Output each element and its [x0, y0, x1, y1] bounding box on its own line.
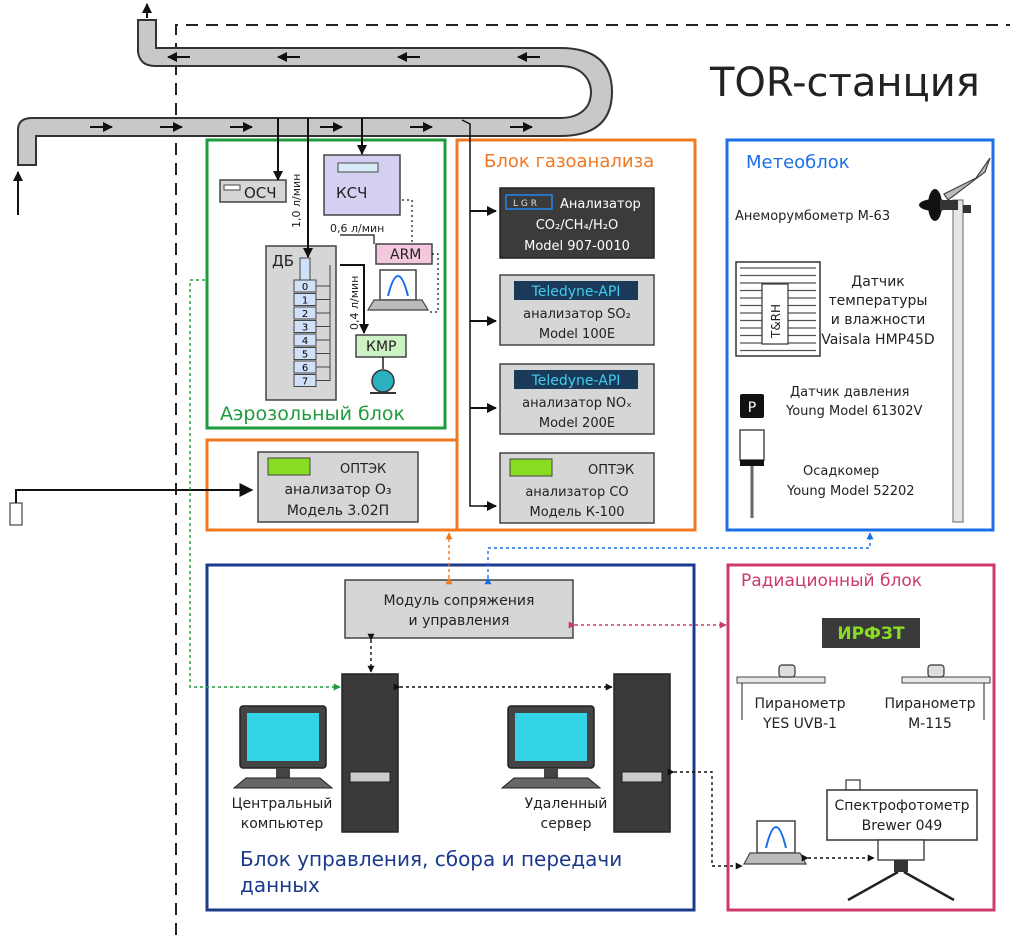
nox-line1: анализатор NOₓ — [522, 396, 632, 411]
rain-line1: Осадкомер — [803, 464, 879, 479]
flow-3-label: 0,4 л/мин — [348, 276, 361, 330]
control-title-line2: данных — [240, 873, 320, 897]
spectrophotometer-icon — [826, 779, 978, 902]
thr-line3: и влажности — [831, 312, 926, 328]
db-stage-label: 2 — [302, 309, 308, 320]
thr-line4: Vaisala HMP45D — [821, 332, 934, 348]
aerosol-block: ОСЧ КСЧ ARM ДБ 0 1 2 3 4 5 6 7 КМР — [205, 118, 447, 430]
spectro-line1: Спектрофотометр — [834, 798, 969, 814]
db-stage-label: 1 — [302, 296, 308, 307]
db-stages: 0 1 2 3 4 5 6 7 — [293, 265, 331, 388]
so2-line1: анализатор SO₂ — [523, 307, 631, 322]
o3-brand: ОПТЭК — [340, 462, 386, 477]
gas-block: Блок газоанализа L G R Анализатор CO₂/CH… — [455, 119, 697, 532]
lgr-line2: CO₂/CH₄/H₂O — [536, 218, 619, 233]
thr-shelter-icon: T&RH — [735, 261, 821, 357]
aerosol-title: Аэрозольный блок — [220, 403, 405, 425]
osch-label: ОСЧ — [244, 184, 277, 202]
db-stage-label: 6 — [302, 363, 308, 374]
module-line1: Модуль сопряжения — [384, 593, 535, 609]
lgr-logo: L G R — [513, 199, 537, 209]
o3-line1: анализатор O₃ — [284, 482, 391, 498]
air-intake-pipe — [13, 3, 614, 215]
db-stage-label: 0 — [302, 282, 308, 293]
lgr-line1: Анализатор — [560, 197, 641, 212]
lgr-line3: Model 907-0010 — [524, 239, 630, 254]
rain-gauge-icon — [739, 429, 765, 518]
db-stage-label: 5 — [302, 350, 308, 361]
co-line2: Модель К-100 — [530, 505, 625, 520]
flow-2-label: 0,6 л/мин — [330, 222, 384, 235]
so2-brand: Teledyne-API — [531, 284, 621, 300]
o3-line2: Модель 3.02П — [287, 503, 389, 519]
gas-title: Блок газоанализа — [484, 151, 654, 172]
o3-block: ОПТЭК анализатор O₃ Модель 3.02П — [9, 438, 459, 532]
db-stage-label: 3 — [302, 323, 308, 334]
meteo-title: Метеоблок — [746, 152, 850, 173]
link-remote-radiation — [667, 768, 743, 870]
pressure-icon-label: P — [748, 400, 756, 416]
module-line2: и управления — [409, 613, 510, 629]
pyr2-line2: М-115 — [908, 716, 952, 732]
remote-line2: сервер — [541, 816, 592, 832]
so2-line2: Model 100E — [539, 327, 615, 342]
pressure-line1: Датчик давления — [790, 385, 910, 400]
anemometer-label: Анеморумбометр М-63 — [735, 209, 890, 224]
spectro-line2: Brewer 049 — [862, 818, 943, 834]
central-line2: компьютер — [241, 816, 324, 832]
pyranometer-2-icon — [901, 664, 991, 720]
arm-label: ARM — [390, 247, 421, 263]
link-module-meteo — [484, 532, 874, 585]
remote-line1: Удаленный — [525, 796, 608, 812]
db-stage-line — [316, 265, 331, 381]
db-label: ДБ — [272, 252, 294, 270]
pyranometer-1-icon — [736, 664, 826, 720]
control-title-line1: Блок управления, сбора и передачи — [240, 847, 622, 871]
pressure-icon — [740, 394, 764, 418]
kmr-label: КМР — [366, 339, 396, 355]
pump-icon — [370, 369, 396, 394]
nox-brand: Teledyne-API — [531, 373, 621, 389]
pyr2-line1: Пиранометр — [884, 696, 975, 712]
rain-line2: Young Model 52202 — [786, 484, 915, 499]
irfzt-label: ИРФЗТ — [837, 624, 905, 644]
station-title: TOR-станция — [709, 60, 980, 106]
ksch-label: КСЧ — [336, 184, 367, 202]
pyr1-line1: Пиранометр — [754, 696, 845, 712]
anemometer-icon — [919, 157, 991, 221]
central-line1: Центральный — [232, 796, 333, 812]
meteo-block: Метеоблок Анеморумбометр М-63 T&RH Датчи… — [725, 138, 995, 532]
thr-line1: Датчик — [851, 274, 905, 290]
central-computer-icon — [232, 673, 399, 833]
thr-line2: температуры — [829, 293, 928, 309]
radiation-block: Радиационный блок ИРФЗТ Пиранометр YES U… — [726, 563, 996, 912]
flow-1-label: 1,0 л/мин — [290, 174, 303, 228]
co-brand: ОПТЭК — [588, 463, 634, 478]
nox-line2: Model 200E — [539, 416, 615, 431]
db-stage-label: 4 — [302, 336, 308, 347]
radiation-laptop-icon — [742, 820, 808, 865]
co-line1: анализатор CO — [525, 485, 628, 500]
pressure-line2: Young Model 61302V — [785, 404, 923, 419]
kmr-box — [355, 334, 407, 358]
remote-server-icon — [500, 673, 671, 833]
station-boundary — [175, 24, 1010, 935]
radiation-title: Радиационный блок — [741, 571, 922, 591]
thr-label: T&RH — [769, 304, 783, 339]
interface-module — [344, 579, 574, 639]
control-block: Модуль сопряжения и управления Центральн… — [205, 563, 696, 912]
db-stage-label: 7 — [302, 377, 308, 388]
link-aerosol-central — [189, 279, 341, 691]
pyr1-line2: YES UVB-1 — [762, 716, 837, 732]
aerosol-laptop-icon — [366, 269, 430, 311]
ksch-box — [323, 154, 401, 216]
